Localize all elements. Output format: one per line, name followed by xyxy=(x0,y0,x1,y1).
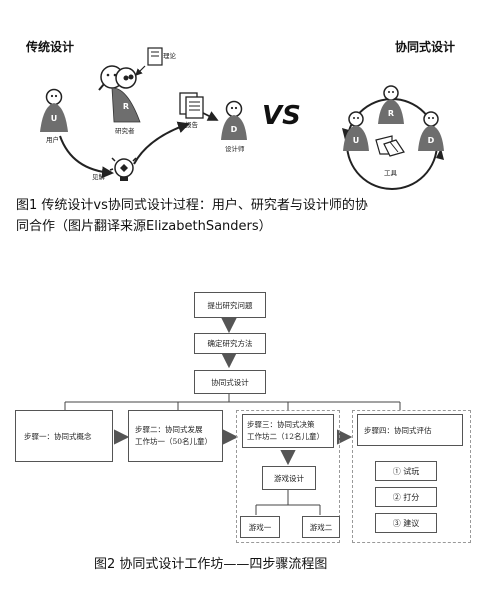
step3-line2: 工作坊二（12名儿童） xyxy=(247,432,325,441)
step2-line1: 步骤二：协同式发展 xyxy=(135,425,203,434)
report-label: 报告 xyxy=(185,121,198,129)
designer-label: 设计师 xyxy=(225,145,245,153)
figure1-caption-line1: 图1 传统设计vs协同式设计过程：用户、研究者与设计师的协 xyxy=(16,198,368,213)
step-determine-method: 确定研究方法 xyxy=(194,333,266,354)
step1-concept: 步骤一：协同式概念 xyxy=(15,410,113,462)
game1-box: 游戏一 xyxy=(240,516,280,538)
researcher-letter: R xyxy=(123,102,129,111)
tools-icon xyxy=(375,135,405,157)
game2-box: 游戏二 xyxy=(302,516,340,538)
codesign-researcher-figure: R xyxy=(378,85,404,124)
user-letter: U xyxy=(51,114,58,123)
step4-evaluation: 步骤四：协同式评估 xyxy=(357,414,463,446)
book-icon xyxy=(147,47,163,66)
codesign-researcher-letter: R xyxy=(388,109,394,118)
tools-label: 工具 xyxy=(384,169,397,177)
vs-label: VS xyxy=(262,101,301,131)
step3-line1: 步骤三：协同式决策 xyxy=(247,420,315,429)
step4-group xyxy=(352,410,471,543)
report-document-icon xyxy=(179,92,204,119)
designer-figure: D xyxy=(221,100,247,140)
eval-suggest: ③ 建议 xyxy=(375,513,437,533)
designer-letter: D xyxy=(231,125,238,134)
figure1-caption: 图1 传统设计vs协同式设计过程：用户、研究者与设计师的协 同合作（图片翻译来源… xyxy=(16,195,486,237)
codesign-designer-figure: D xyxy=(418,111,444,151)
codesign-designer-letter: D xyxy=(428,136,435,145)
researcher-label: 研究者 xyxy=(115,127,135,135)
step3-workshop2: 步骤三：协同式决策 工作坊二（12名儿童） xyxy=(242,414,334,448)
lightbulb-icon xyxy=(109,157,137,181)
insight-label: 见解 xyxy=(92,173,105,181)
step2-workshop1: 步骤二：协同式发展 工作坊一（50名儿童） xyxy=(128,410,223,462)
step-codesign: 协同式设计 xyxy=(194,370,266,394)
step2-line2: 工作坊一（50名儿童） xyxy=(135,437,213,446)
eval-play: ① 试玩 xyxy=(375,461,437,481)
theory-label: 理论 xyxy=(163,52,176,60)
codesign-user-figure: U xyxy=(343,111,369,151)
figure1-caption-line2: 同合作（图片翻译来源ElizabethSanders） xyxy=(16,219,272,234)
codesign-user-letter: U xyxy=(353,136,360,145)
user-label: 用户 xyxy=(46,136,59,144)
step3-group xyxy=(236,410,340,543)
figure1-illustration: R U xyxy=(40,47,444,190)
game-design-box: 游戏设计 xyxy=(262,466,316,490)
user-figure: U xyxy=(40,88,68,132)
eval-score: ② 打分 xyxy=(375,487,437,507)
researcher-figure: R xyxy=(98,65,141,123)
step-ask-question: 提出研究问题 xyxy=(194,292,266,318)
figure2-caption: 图2 协同式设计工作坊——四步骤流程图 xyxy=(94,557,328,572)
codesign-title: 协同式设计 xyxy=(395,40,456,54)
traditional-design-title: 传统设计 xyxy=(26,40,75,54)
